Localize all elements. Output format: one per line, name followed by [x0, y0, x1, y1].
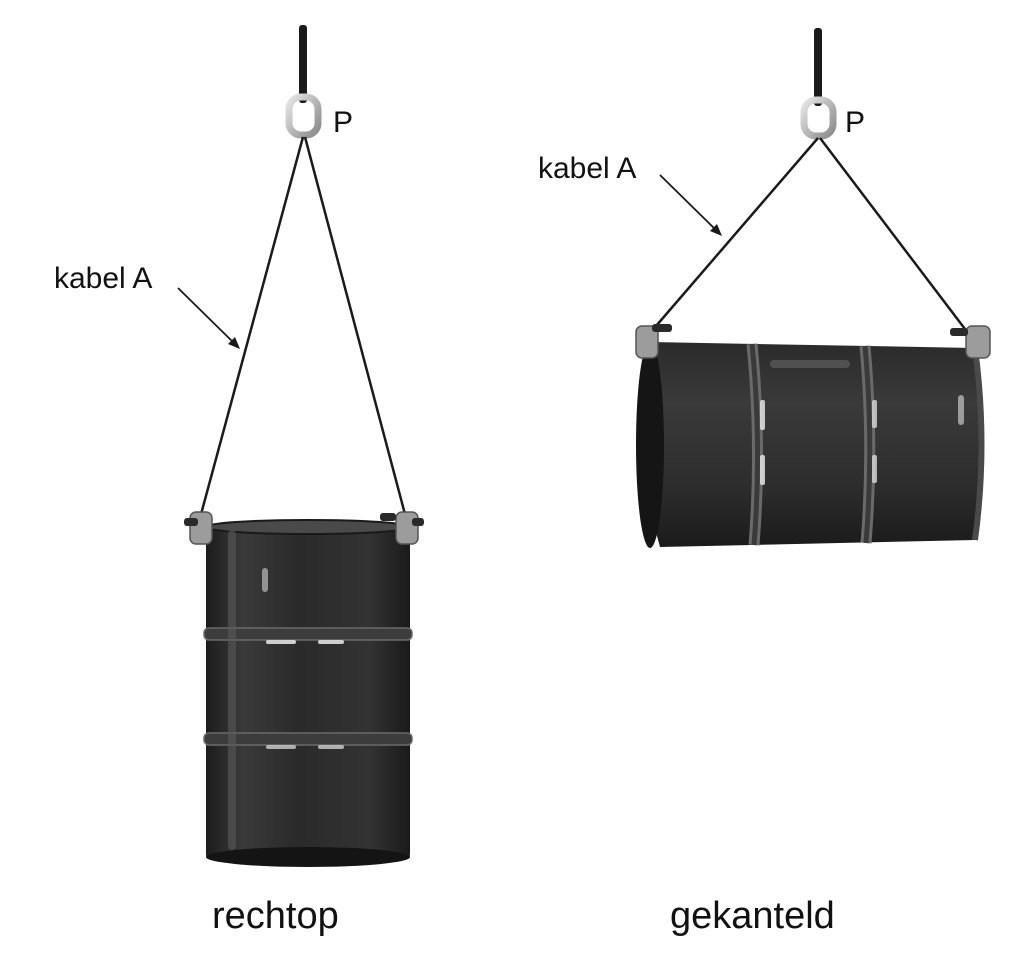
clamp-left — [635, 324, 672, 359]
cable-label-arrow — [177, 287, 237, 346]
cable-left — [198, 136, 305, 519]
caption-left: rechtop — [212, 895, 339, 937]
cable-left — [649, 137, 819, 334]
lifting-ring — [800, 96, 837, 140]
cable-label-right: kabel A — [538, 152, 637, 185]
cable-label-arrow — [659, 174, 719, 233]
clamp-left — [184, 511, 213, 545]
arrowhead-icon — [710, 224, 722, 236]
cable-right — [303, 136, 408, 519]
right-panel — [635, 28, 991, 548]
cable-right — [819, 137, 969, 334]
arrowhead-icon — [228, 337, 240, 349]
hoist-rod — [814, 28, 822, 106]
left-panel — [177, 25, 424, 867]
point-label-left: P — [333, 106, 354, 139]
hoist-rod — [299, 25, 307, 103]
point-label-right: P — [845, 106, 866, 139]
clamp-right — [380, 511, 424, 545]
drum-tilted — [636, 342, 985, 548]
lifting-ring — [285, 93, 322, 139]
cable-label-left: kabel A — [54, 262, 153, 295]
clamp-right — [950, 325, 991, 359]
drum-upright — [203, 519, 413, 867]
caption-right: gekanteld — [670, 895, 835, 937]
